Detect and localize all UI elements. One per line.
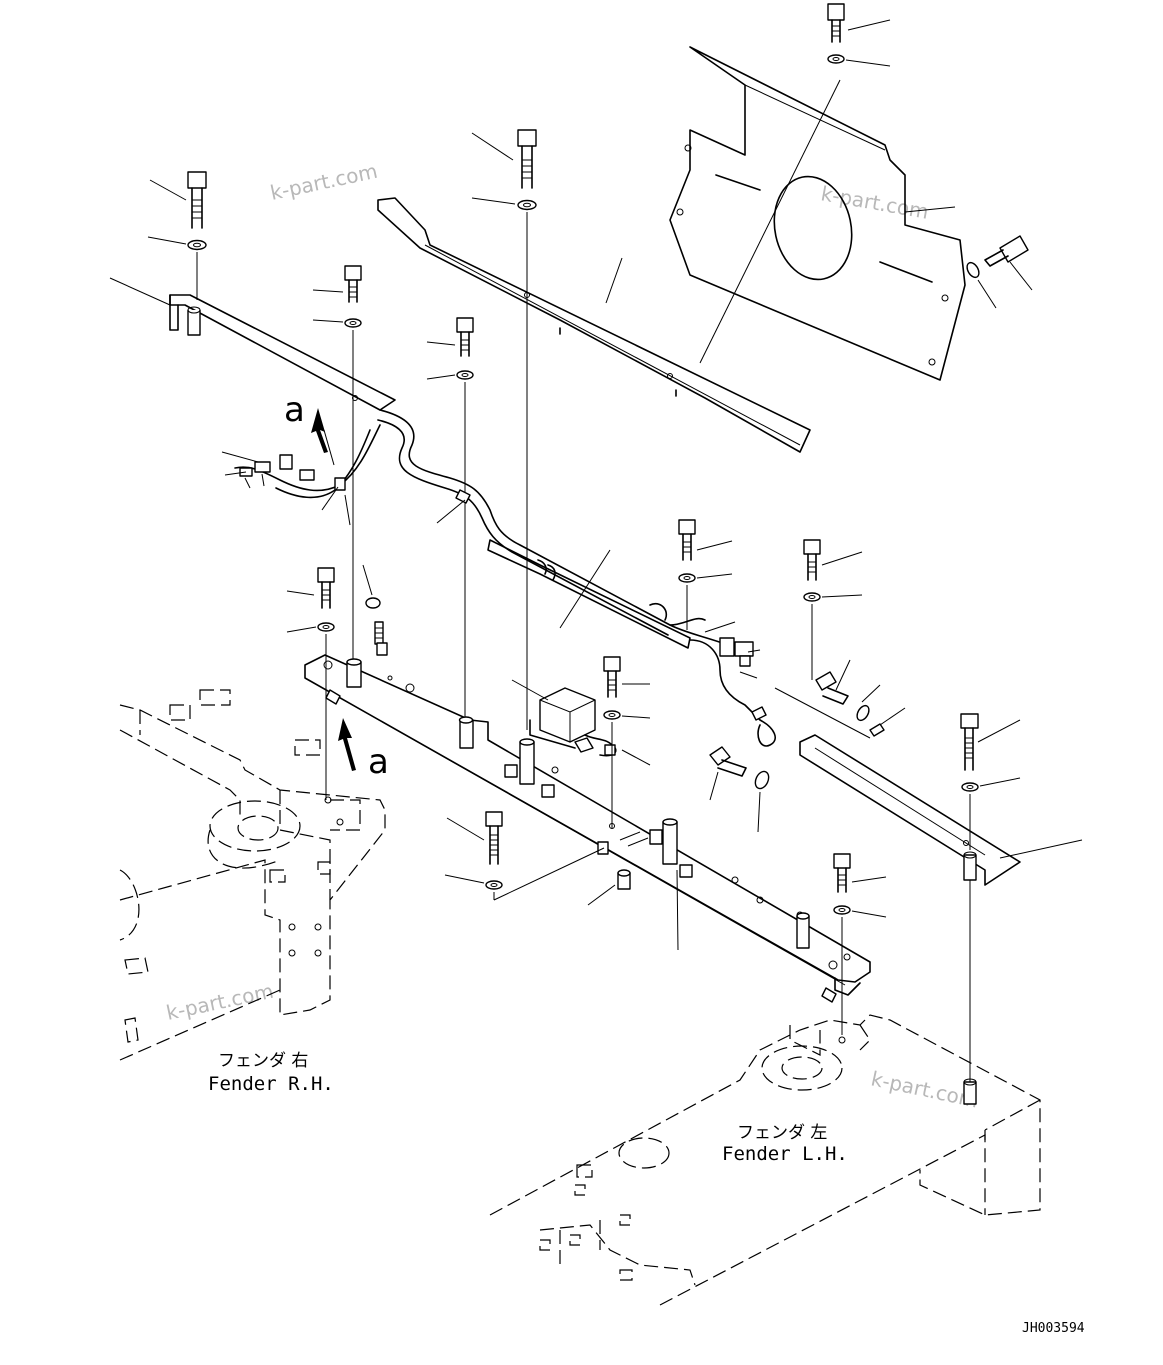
watermark-bottom-left: k-part.com bbox=[164, 979, 276, 1025]
fender-lh bbox=[489, 1014, 1041, 1306]
bolt-mid-left-2 bbox=[426, 317, 474, 720]
bolt-right-2 bbox=[960, 713, 1021, 850]
loose-hardware bbox=[362, 564, 388, 656]
watermark-top-left: k-part.com bbox=[268, 159, 380, 205]
bolt-top-right bbox=[827, 3, 891, 67]
spacer-bottom bbox=[587, 869, 631, 906]
view-marker-top: a bbox=[284, 390, 335, 466]
fender-lh-en-label: Fender L.H. bbox=[722, 1143, 848, 1165]
view-marker-bottom-label: a bbox=[368, 742, 389, 782]
watermark-top-right: k-part.com bbox=[819, 181, 930, 224]
leader-right-bracket bbox=[999, 839, 1083, 859]
bolt-left-bottom bbox=[444, 811, 605, 901]
leader-cover-plate bbox=[904, 206, 956, 213]
fender-lh-jp-label: フェンダ 左 bbox=[737, 1123, 827, 1143]
drawing-code: JH003594 bbox=[1022, 1321, 1085, 1336]
bolt-center-mid bbox=[603, 656, 651, 828]
leader-upper-bracket bbox=[605, 257, 623, 304]
left-bracket bbox=[109, 277, 396, 411]
leader-harness-connector bbox=[221, 451, 259, 463]
right-bracket bbox=[799, 734, 1083, 1085]
center-line-cover bbox=[699, 79, 841, 364]
view-marker-bottom: a bbox=[338, 718, 389, 782]
bolt-right-1 bbox=[803, 539, 863, 680]
bolt-left-top bbox=[147, 171, 207, 300]
fender-rh bbox=[119, 689, 386, 1061]
wire-harness bbox=[221, 409, 776, 747]
fender-rh-jp-label: フェンダ 右 bbox=[218, 1051, 308, 1071]
view-marker-top-label: a bbox=[284, 390, 305, 430]
cover-plate bbox=[669, 46, 966, 381]
main-plate bbox=[304, 654, 871, 1003]
leader-left-bracket bbox=[109, 277, 171, 306]
bolt-cover-side bbox=[966, 235, 1033, 309]
bolt-center-top bbox=[471, 129, 537, 730]
bolt-angled-center bbox=[709, 746, 770, 833]
relay-unit bbox=[511, 679, 617, 757]
leader-main-plate bbox=[676, 869, 679, 951]
upper-bracket bbox=[377, 197, 811, 453]
bolt-mid-left-1 bbox=[312, 265, 362, 660]
bolt-left-mid bbox=[286, 567, 335, 800]
bolt-angled-right bbox=[774, 659, 906, 739]
fender-rh-en-label: Fender R.H. bbox=[208, 1073, 334, 1095]
bolt-right-center bbox=[678, 519, 733, 630]
bolt-right-3 bbox=[833, 853, 887, 1035]
